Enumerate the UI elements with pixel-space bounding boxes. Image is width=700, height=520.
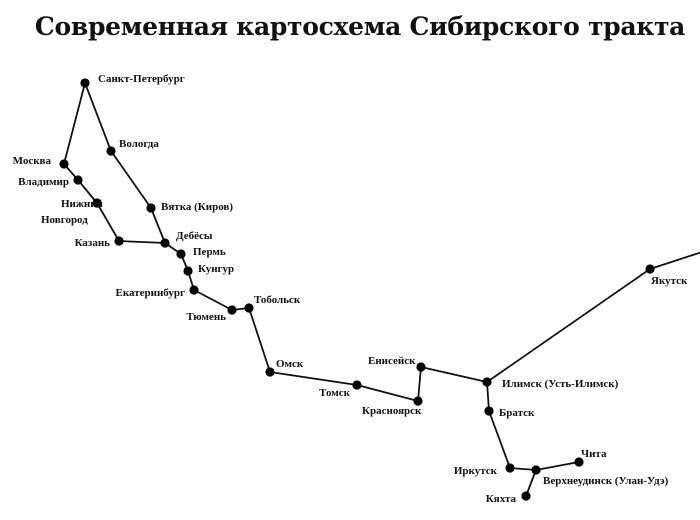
city-label-kazan: Казань xyxy=(75,237,111,249)
city-node-ilimsk xyxy=(482,377,492,387)
route-spb-vologda xyxy=(84,82,112,152)
city-node-nnovgorod xyxy=(92,198,102,208)
route-kazan-debesy xyxy=(118,240,166,244)
route-bratsk-irkutsk xyxy=(488,410,511,469)
city-node-kyakhta xyxy=(521,491,531,501)
city-node-bratsk xyxy=(484,406,494,416)
city-label-vyatka: Вятка (Киров) xyxy=(161,201,233,213)
city-label-verkhneudinsk: Верхнеудинск (Улан-Удэ) xyxy=(543,475,669,487)
city-node-omsk xyxy=(265,367,275,377)
route-tobolsk-omsk xyxy=(248,307,271,373)
city-label-kungur: Кунгур xyxy=(198,263,234,275)
city-node-krasnoyarsk xyxy=(413,396,423,406)
route-nnovgorod-kazan xyxy=(96,202,120,242)
route-tomsk-krasnoyarsk xyxy=(356,384,419,402)
city-label-krasnoyarsk: Красноярск xyxy=(362,405,422,417)
city-label-omsk: Омск xyxy=(276,358,304,370)
city-node-debesy xyxy=(160,238,170,248)
route-vyatka-debesy xyxy=(150,207,166,244)
city-label-eniseisk: Енисейск xyxy=(368,355,416,367)
route-omsk-tomsk xyxy=(269,371,358,386)
city-label-vladimir: Владимир xyxy=(18,176,69,188)
route-verkhneudinsk-chita xyxy=(535,461,580,471)
city-label-tyumen: Тюмень xyxy=(186,311,226,323)
city-node-vladimir xyxy=(73,175,83,185)
city-node-perm xyxy=(176,249,186,259)
city-label-yakutsk: Якутск xyxy=(651,275,688,287)
map-title: Современная картосхема Сибирского тракта xyxy=(34,12,686,41)
city-node-irkutsk xyxy=(505,463,515,473)
city-label-bratsk: Братск xyxy=(499,407,535,419)
route-yakutsk-_east xyxy=(649,251,700,270)
city-node-moscow xyxy=(59,159,69,169)
city-label-vologda: Вологда xyxy=(119,138,159,150)
city-label-spb: Санкт-Петербург xyxy=(98,73,185,85)
city-node-chita xyxy=(574,457,584,467)
route-ekb-tyumen xyxy=(193,289,233,311)
city-label-ilimsk: Илимск (Усть-Илимск) xyxy=(502,378,619,390)
city-node-ekb xyxy=(189,285,199,295)
city-node-eniseisk xyxy=(416,362,426,372)
route-vladimir-nnovgorod xyxy=(77,179,98,204)
route-vologda-vyatka xyxy=(110,150,152,209)
city-label-chita: Чита xyxy=(581,448,607,460)
city-node-spb xyxy=(80,78,90,88)
city-label-kyakhta: Кяхта xyxy=(486,493,517,505)
route-spb-moscow xyxy=(63,82,86,165)
city-label-perm: Пермь xyxy=(193,246,226,258)
city-node-vologda xyxy=(106,146,116,156)
city-node-tomsk xyxy=(352,380,362,390)
route-ilimsk-yakutsk xyxy=(486,268,651,383)
city-node-kazan xyxy=(114,236,124,246)
city-node-vyatka xyxy=(146,203,156,213)
city-label-irkutsk: Иркутск xyxy=(454,465,498,477)
city-node-tobolsk xyxy=(244,303,254,313)
city-label-tobolsk: Тобольск xyxy=(254,294,301,306)
city-node-yakutsk xyxy=(645,264,655,274)
route-verkhneudinsk-kyakhta xyxy=(525,469,537,497)
city-label-tomsk: Томск xyxy=(319,387,351,399)
city-node-verkhneudinsk xyxy=(531,465,541,475)
route-krasnoyarsk-eniseisk xyxy=(417,366,422,402)
city-label-debesy: Дебёсы xyxy=(176,230,213,242)
city-node-kungur xyxy=(183,266,193,276)
route-ilimsk-bratsk xyxy=(486,381,490,412)
city-label-moscow: Москва xyxy=(13,155,52,167)
city-node-tyumen xyxy=(227,305,237,315)
city-label-ekb: Екатеринбург xyxy=(116,287,186,299)
route-eniseisk-ilimsk xyxy=(420,366,488,383)
